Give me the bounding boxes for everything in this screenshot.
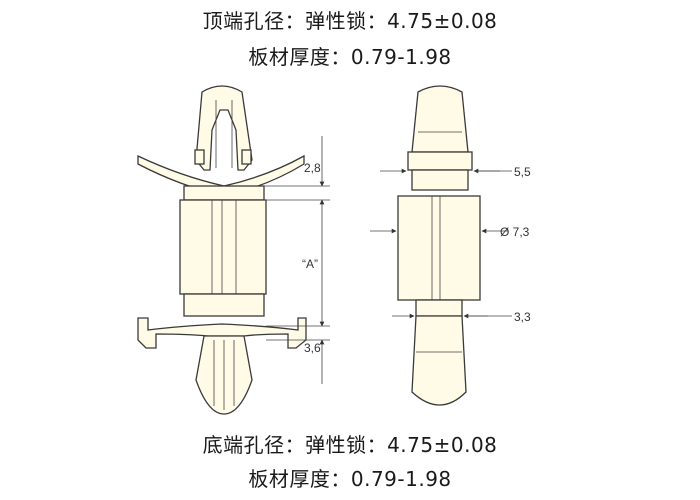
bottom-thickness-spec: 板材厚度：0.79-1.98	[248, 467, 452, 491]
dim-top-gap: 2,8	[304, 161, 321, 175]
side-bottom-nose	[411, 315, 467, 406]
front-top-arrowhead	[194, 85, 253, 171]
front-bottom-flange	[137, 317, 307, 349]
front-body	[179, 199, 267, 295]
top-hole-spec: 顶端孔径：弹性锁：4.75±0.08	[202, 9, 498, 33]
side-body	[397, 195, 481, 301]
dim-neck-width: 5,5	[514, 165, 531, 179]
side-top-neck	[407, 151, 473, 171]
side-top-collar	[411, 169, 469, 191]
dim-lower-neck: 3,3	[514, 310, 531, 324]
front-lower-collar	[183, 293, 265, 317]
dim-length-a: “A”	[302, 257, 318, 271]
top-thickness-spec: 板材厚度：0.79-1.98	[248, 45, 452, 69]
side-view	[397, 85, 481, 406]
side-lower-neck	[415, 299, 463, 317]
dim-bottom-gap: 3,6	[304, 341, 321, 355]
front-dimensions	[260, 136, 330, 384]
side-dimensions	[370, 168, 512, 319]
side-top-nose	[411, 85, 469, 153]
bottom-hole-spec: 底端孔径：弹性锁：4.75±0.08	[202, 433, 498, 457]
front-top-collar	[183, 185, 265, 201]
front-view	[137, 85, 307, 415]
dim-body-diameter: Ø 7,3	[500, 225, 530, 239]
